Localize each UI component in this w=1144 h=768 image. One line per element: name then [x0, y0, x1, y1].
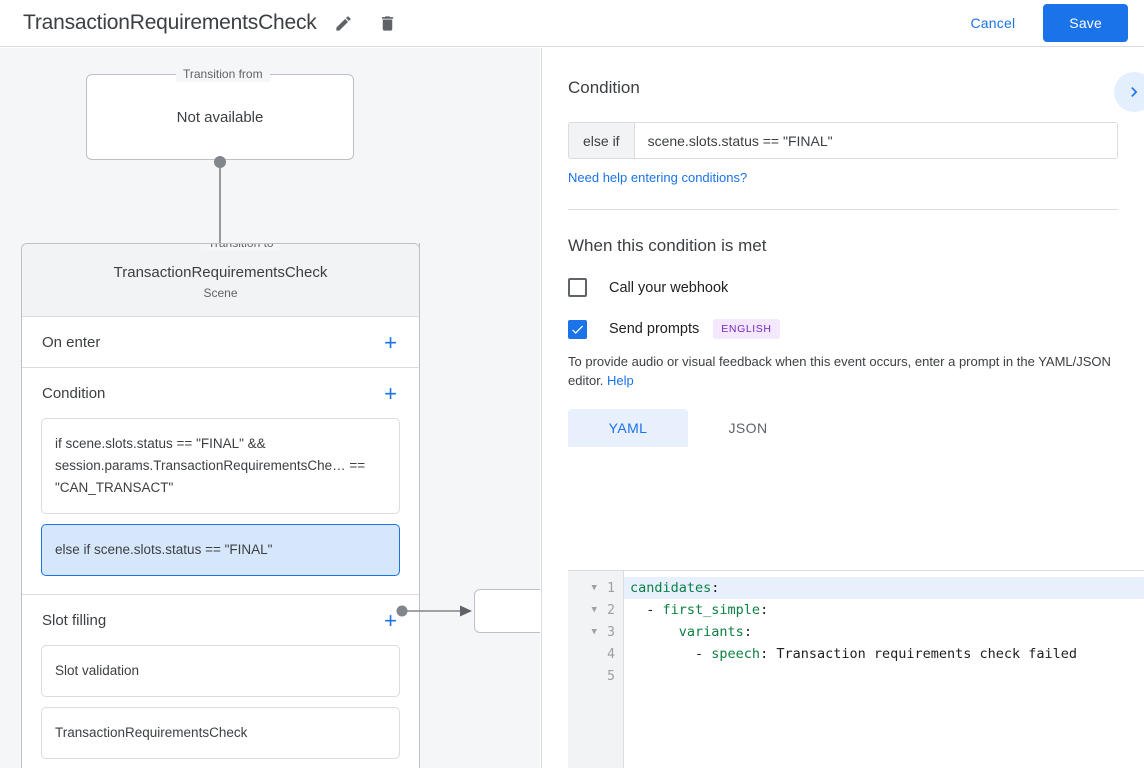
chevron-right-icon[interactable] — [1114, 72, 1144, 112]
condition-heading: Condition — [568, 78, 640, 97]
when-condition-met-section: When this condition is met Call your web… — [542, 210, 1144, 447]
section-header: Slot filling + — [22, 595, 419, 645]
app-header: TransactionRequirementsCheck Cancel Save — [0, 0, 1144, 47]
webhook-checkbox-row[interactable]: Call your webhook — [568, 278, 1118, 297]
node-transition-from[interactable]: Transition from Not available — [86, 67, 354, 160]
scene-type-label: Scene — [203, 286, 238, 300]
section-slot-filling: Slot filling + Slot validation Transacti… — [22, 595, 419, 759]
gutter-row: ▼4 — [568, 643, 623, 665]
code-key: candidates — [630, 580, 712, 596]
code-key: variants — [678, 624, 744, 640]
scene-name: TransactionRequirementsCheck — [113, 264, 328, 281]
node-transition-to[interactable]: Transition to TransactionRequirementsChe… — [21, 243, 420, 768]
line-number: 5 — [607, 668, 615, 684]
code-indent — [630, 624, 679, 640]
code-punct: : — [760, 646, 769, 662]
fold-toggle-icon[interactable]: ▼ — [591, 605, 597, 615]
condition-expression-input[interactable] — [634, 123, 1117, 158]
code-line: candidates: — [624, 577, 1144, 599]
editor-gutter: ▼1 ▼2 ▼3 ▼4 ▼5 — [568, 571, 624, 768]
add-on-enter-button[interactable]: + — [384, 329, 397, 355]
help-link[interactable]: Help — [607, 373, 634, 388]
gutter-row: ▼1 — [568, 577, 623, 599]
editor-format-tabs: YAML JSON — [568, 409, 1118, 447]
section-on-enter: On enter + — [22, 317, 419, 368]
trash-icon[interactable] — [371, 6, 405, 40]
section-title-condition: Condition — [42, 385, 106, 402]
gutter-row: ▼3 — [568, 621, 623, 643]
code-value: Transaction requirements check failed — [768, 646, 1078, 662]
condition-help-link[interactable]: Need help entering conditions? — [568, 170, 748, 185]
condition-prefix-label: else if — [569, 123, 635, 158]
line-number: 3 — [607, 624, 615, 640]
section-condition: Condition + if scene.slots.status == "FI… — [22, 368, 419, 595]
when-met-heading: When this condition is met — [568, 236, 767, 255]
prompt-description-text: To provide audio or visual feedback when… — [568, 354, 1111, 388]
call-webhook-label: Call your webhook — [609, 279, 729, 296]
code-punct: : — [743, 624, 752, 640]
tab-yaml[interactable]: YAML — [568, 409, 688, 447]
send-prompts-checkbox-row[interactable]: Send prompts ENGLISH — [568, 319, 1118, 339]
code-line: variants: — [624, 621, 1144, 643]
code-punct: : — [711, 580, 720, 596]
transition-from-legend: Transition from — [176, 67, 270, 82]
code-editor[interactable]: ▼1 ▼2 ▼3 ▼4 ▼5 candidates: - first_simpl… — [568, 570, 1144, 768]
code-line: - speech: Transaction requirements check… — [624, 643, 1144, 665]
gutter-row: ▼2 — [568, 599, 623, 621]
details-panel: Condition else if Need help entering con… — [541, 48, 1144, 768]
line-number: 2 — [607, 602, 615, 618]
code-line — [624, 665, 1144, 687]
add-condition-button[interactable]: + — [384, 380, 397, 406]
section-header: Condition + — [22, 368, 419, 418]
canvas-lane-divider — [419, 243, 420, 606]
prompt-description: To provide audio or visual feedback when… — [568, 352, 1118, 390]
condition-section: Condition else if Need help entering con… — [542, 48, 1144, 210]
slot-chip-transaction-requirements-check[interactable]: TransactionRequirementsCheck — [41, 707, 400, 759]
transition-from-value: Not available — [176, 108, 264, 126]
tab-json[interactable]: JSON — [728, 420, 768, 436]
language-badge: ENGLISH — [713, 319, 780, 339]
gutter-row: ▼5 — [568, 665, 623, 687]
call-webhook-checkbox[interactable] — [568, 278, 587, 297]
page-title: TransactionRequirementsCheck — [23, 11, 317, 34]
slot-chip-slot-validation[interactable]: Slot validation — [41, 645, 400, 697]
transition-to-legend: Transition to — [201, 244, 281, 251]
code-key: first_simple — [662, 602, 761, 618]
pencil-icon[interactable] — [327, 6, 361, 40]
condition-chip-if[interactable]: if scene.slots.status == "FINAL" && sess… — [41, 418, 400, 514]
code-key: speech — [711, 646, 761, 662]
flow-edge-out — [396, 605, 472, 617]
fold-toggle-icon[interactable]: ▼ — [591, 583, 597, 593]
code-line: - first_simple: — [624, 599, 1144, 621]
line-number: 4 — [607, 646, 615, 662]
scene-card-header: TransactionRequirementsCheck Scene — [22, 244, 419, 317]
code-indent: - — [630, 646, 712, 662]
section-title-on-enter: On enter — [42, 334, 101, 351]
panel-divider — [568, 209, 1118, 210]
condition-input-row[interactable]: else if — [568, 122, 1118, 159]
code-punct: : — [760, 602, 769, 618]
section-header: On enter + — [22, 317, 419, 367]
cancel-button[interactable]: Cancel — [957, 6, 1030, 40]
add-slot-filling-button[interactable]: + — [384, 607, 397, 633]
editor-code-area[interactable]: candidates: - first_simple: variants: - … — [624, 571, 1144, 768]
send-prompts-label: Send prompts — [609, 321, 700, 337]
code-indent: - — [630, 602, 663, 618]
section-title-slot-filling: Slot filling — [42, 612, 107, 629]
node-target-card[interactable] — [474, 589, 540, 633]
line-number: 1 — [607, 580, 615, 596]
send-prompts-checkbox[interactable] — [568, 319, 587, 339]
save-button[interactable]: Save — [1043, 4, 1128, 42]
condition-chip-else-if[interactable]: else if scene.slots.status == "FINAL" — [41, 524, 400, 576]
flow-canvas[interactable]: Transition from Not available Transition… — [0, 48, 540, 768]
fold-toggle-icon[interactable]: ▼ — [591, 627, 597, 637]
